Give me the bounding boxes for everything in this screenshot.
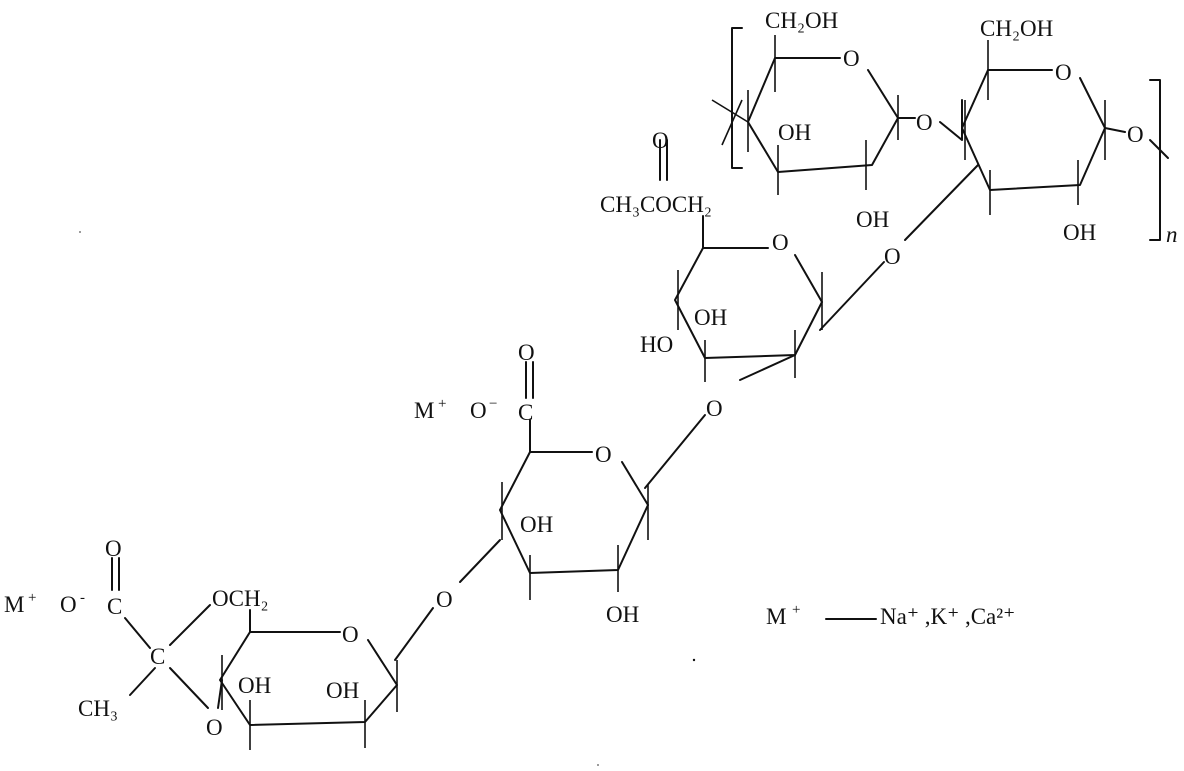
pyruvate-minus: - (80, 590, 85, 606)
legend-ions: Na⁺ ,K⁺ ,Ca²⁺ (880, 604, 1015, 629)
pyruvate-m-charge: + (28, 590, 36, 606)
speck-3 (597, 764, 599, 766)
ring-c-oh-2: HO (640, 332, 673, 357)
top-oh-2: OH (856, 207, 889, 232)
pyruvate-och2: OCH₂ (212, 586, 269, 611)
backbone-repeat-unit (711, 27, 1169, 241)
ring-a-bottom-oxygen: O (206, 715, 223, 740)
uronic-carbonyl-oxygen: O (518, 340, 535, 365)
ring-c-oh-1: OH (694, 305, 727, 330)
top-ring1-oxygen: O (843, 46, 860, 71)
speck-1 (692, 658, 696, 662)
uronic-carbon: C (518, 400, 533, 425)
ring-c (644, 139, 823, 489)
repeat-count: n (1166, 222, 1178, 247)
ring-b (459, 361, 649, 600)
ring-a-oxygen: O (342, 622, 359, 647)
ring-c-link-oxygen: O (884, 244, 901, 269)
pyruvate-ch3: CH₃ (78, 696, 118, 721)
ring-a-oh-2: OH (326, 678, 359, 703)
top-link-oxygen: O (916, 110, 933, 135)
uronic-minus: − (489, 396, 497, 412)
ring-b-to-a-oxygen: O (436, 587, 453, 612)
backbone-ring-1 (747, 57, 899, 173)
ring-a-oh-1: OH (238, 673, 271, 698)
ring-b-oh-2: OH (606, 602, 639, 627)
ring-b-oxygen: O (595, 442, 612, 467)
pyruvate-o-minus: O (60, 592, 77, 617)
acetyl-group: CH₃COCH₂ (600, 192, 712, 217)
legend-m-charge: + (792, 602, 800, 618)
counterion-legend: M + Na⁺ ,K⁺ ,Ca²⁺ (766, 602, 1015, 629)
pyruvate-carbonyl-oxygen: O (105, 536, 122, 561)
uronic-o-minus: O (470, 398, 487, 423)
ring-c-oxygen: O (772, 230, 789, 255)
right-bracket (1149, 79, 1161, 241)
top-ring2-oxygen: O (1055, 60, 1072, 85)
left-bracket (731, 27, 743, 169)
top-ch2oh-right: CH₂OH (980, 16, 1053, 41)
uronic-m-charge: + (438, 396, 446, 412)
ring-c-to-b-oxygen: O (706, 396, 723, 421)
pyruvate-m: M (4, 592, 24, 617)
pyruvate-c-top: C (107, 594, 122, 619)
top-oh-3: OH (1063, 220, 1096, 245)
legend-m: M (766, 604, 786, 629)
ring-b-oh-1: OH (520, 512, 553, 537)
top-ch2oh-left: CH₂OH (765, 8, 838, 33)
uronic-m: M (414, 398, 434, 423)
top-end-oxygen: O (1127, 122, 1144, 147)
pyruvate-c-center: C (150, 644, 165, 669)
top-oh-1: OH (778, 120, 811, 145)
acetyl-carbonyl-oxygen: O (652, 128, 669, 153)
backbone-ring-2 (961, 69, 1106, 191)
ring-a (111, 557, 434, 750)
speck-2 (79, 231, 81, 233)
